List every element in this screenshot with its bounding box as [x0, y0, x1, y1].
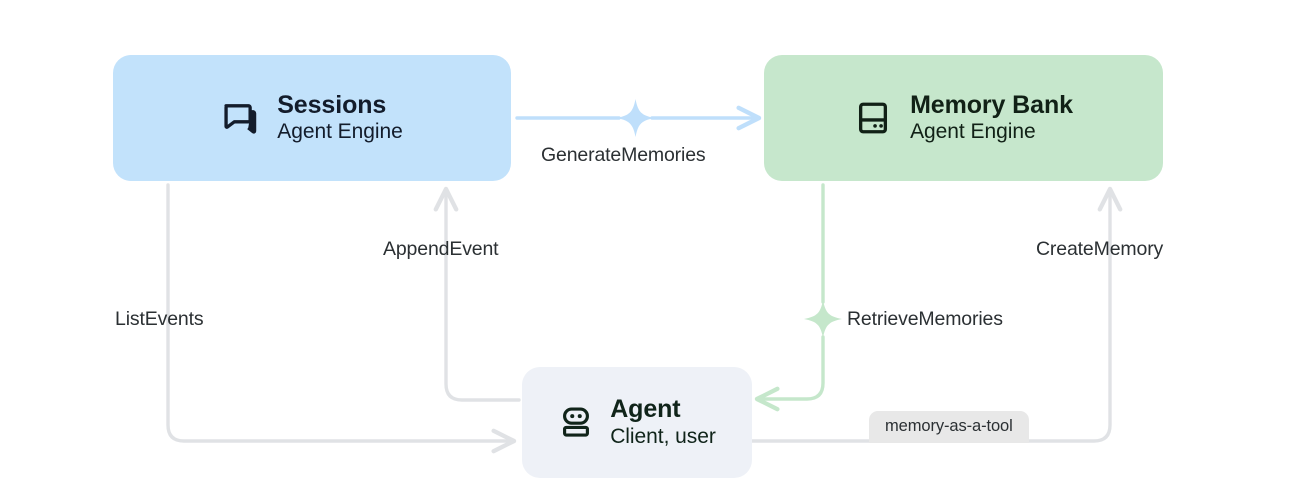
edge-create-memory — [750, 186, 1123, 443]
edge-label-generate-memories: GenerateMemories — [541, 144, 706, 166]
node-title: Memory Bank — [910, 90, 1073, 119]
edge-retrieve-memories — [754, 183, 842, 412]
node-memory-bank[interactable]: Memory Bank Agent Engine — [764, 55, 1163, 181]
sparkle-icon — [804, 300, 842, 338]
node-agent[interactable]: Agent Client, user — [522, 367, 752, 478]
edge-label-append-event: AppendEvent — [383, 238, 499, 260]
edge-label-create-memory: CreateMemory — [1036, 238, 1164, 260]
edge-list-events — [166, 183, 517, 454]
node-sessions[interactable]: Sessions Agent Engine — [113, 55, 511, 181]
robot-icon — [558, 404, 594, 440]
node-subtitle: Client, user — [610, 424, 716, 448]
node-subtitle: Agent Engine — [910, 120, 1036, 144]
database-drive-icon — [854, 99, 892, 137]
edge-append-event — [433, 186, 521, 402]
node-title: Agent — [610, 395, 681, 424]
badge-memory-as-a-tool: memory-as-a-tool — [869, 411, 1029, 443]
node-subtitle: Agent Engine — [277, 120, 403, 144]
node-title: Sessions — [277, 90, 387, 119]
edge-label-list-events: ListEvents — [115, 308, 204, 330]
chat-bubbles-icon — [221, 99, 259, 137]
edge-label-retrieve-memories: RetrieveMemories — [847, 308, 1003, 330]
sparkle-icon — [616, 99, 655, 137]
edge-generate-memories — [515, 99, 762, 137]
